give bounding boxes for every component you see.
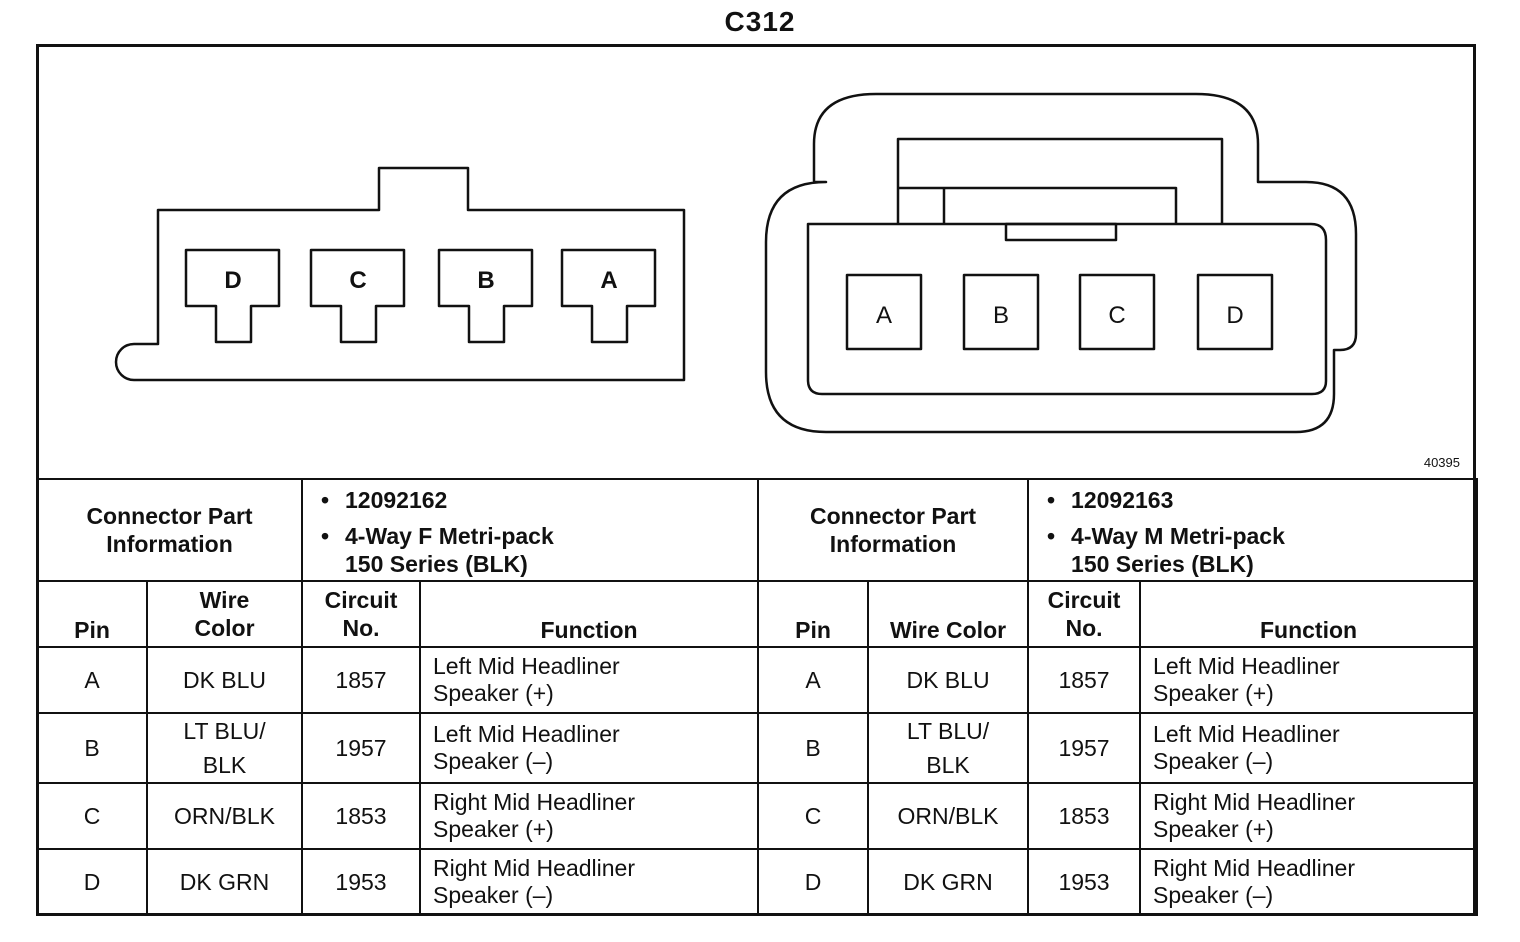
male-cavity-label: B [993, 302, 1009, 329]
wire-color-cell: DK GRN [145, 848, 304, 916]
circuit-cell: 1957 [301, 712, 422, 784]
male-cavity-label: D [1226, 302, 1243, 329]
pinout-table: Connector Part Information 12092162 4-Wa… [35, 478, 1479, 916]
male-cavity-a [845, 273, 923, 351]
circuit-cell: 1857 [301, 646, 422, 714]
wire-color-cell: LT BLU/ BLK [867, 712, 1030, 784]
wire-color-cell: LT BLU/ BLK [145, 712, 304, 784]
table-row: C ORN/BLK 1853 Right Mid Headliner Speak… [36, 782, 1479, 850]
pin-cell: B [757, 712, 870, 784]
function-cell: Right Mid Headliner Speaker (+) [419, 782, 760, 850]
circuit-cell: 1853 [1027, 782, 1142, 850]
female-cavity-a [560, 248, 657, 344]
function-cell: Left Mid Headliner Speaker (+) [1139, 646, 1479, 714]
table-row: B LT BLU/ BLK 1957 Left Mid Headliner Sp… [36, 712, 1479, 784]
table-row: D DK GRN 1953 Right Mid Headliner Speake… [36, 848, 1479, 916]
right-part-description: 4-Way M Metri-pack 150 Series (BLK) [1047, 522, 1321, 578]
wire-color-header: Wire Color [145, 580, 304, 648]
female-cavity-c [309, 248, 406, 344]
wire-color-cell: DK BLU [145, 646, 304, 714]
female-cavity-d [184, 248, 281, 344]
male-cavity-d [1196, 273, 1274, 351]
function-header: Function [1139, 580, 1479, 648]
circuit-no-header: Circuit No. [1027, 580, 1142, 648]
pin-header: Pin [36, 580, 148, 648]
circuit-cell: 1857 [1027, 646, 1142, 714]
circuit-no-header: Circuit No. [301, 580, 422, 648]
female-cavity-b [437, 248, 534, 344]
function-header: Function [419, 580, 760, 648]
female-connector-body [114, 166, 686, 382]
wire-color-cell: ORN/BLK [145, 782, 304, 850]
female-cavity-label: D [224, 267, 241, 294]
function-cell: Left Mid Headliner Speaker (+) [419, 646, 760, 714]
left-part-info: 12092162 4-Way F Metri-pack 150 Series (… [301, 478, 760, 582]
connector-drawing: D C B A A B C D [36, 44, 1476, 480]
circuit-cell: 1953 [1027, 848, 1142, 916]
diagram-title: C312 [724, 6, 796, 37]
pin-cell: D [757, 848, 870, 916]
female-cavity-label: C [349, 267, 366, 294]
function-cell: Left Mid Headliner Speaker (–) [1139, 712, 1479, 784]
pin-header: Pin [757, 580, 870, 648]
wire-color-cell: DK GRN [867, 848, 1030, 916]
circuit-cell: 1853 [301, 782, 422, 850]
function-cell: Right Mid Headliner Speaker (–) [419, 848, 760, 916]
male-cavity-label: C [1108, 302, 1125, 329]
male-cavity-b [962, 273, 1040, 351]
wire-color-cell: DK BLU [867, 646, 1030, 714]
function-cell: Right Mid Headliner Speaker (+) [1139, 782, 1479, 850]
right-part-info: 12092163 4-Way M Metri-pack 150 Series (… [1027, 478, 1479, 582]
function-cell: Right Mid Headliner Speaker (–) [1139, 848, 1479, 916]
female-cavity-label: B [477, 267, 494, 294]
male-connector-latch [896, 137, 1224, 224]
wire-color-cell: ORN/BLK [867, 782, 1030, 850]
right-part-number: 12092163 [1047, 486, 1476, 514]
female-cavity-label: A [600, 267, 617, 294]
pin-cell: C [36, 782, 148, 850]
pin-cell: D [36, 848, 148, 916]
pin-cell: B [36, 712, 148, 784]
pin-cell: A [757, 646, 870, 714]
circuit-cell: 1953 [301, 848, 422, 916]
male-connector-shell [764, 92, 1358, 434]
table-row: A DK BLU 1857 Left Mid Headliner Speaker… [36, 646, 1479, 714]
connector-part-info-label: Connector Part Information [35, 478, 304, 582]
connector-part-info-label: Connector Part Information [757, 478, 1030, 582]
circuit-cell: 1957 [1027, 712, 1142, 784]
left-part-number: 12092162 [321, 486, 757, 514]
pin-cell: C [757, 782, 870, 850]
left-part-description: 4-Way F Metri-pack 150 Series (BLK) [321, 522, 585, 578]
figure-number: 40395 [1423, 455, 1460, 470]
male-cavity-c [1078, 273, 1156, 351]
male-connector-face [806, 222, 1328, 396]
pin-cell: A [36, 646, 148, 714]
wire-color-header: Wire Color [867, 580, 1030, 648]
function-cell: Left Mid Headliner Speaker (–) [419, 712, 760, 784]
male-cavity-label: A [876, 302, 892, 329]
